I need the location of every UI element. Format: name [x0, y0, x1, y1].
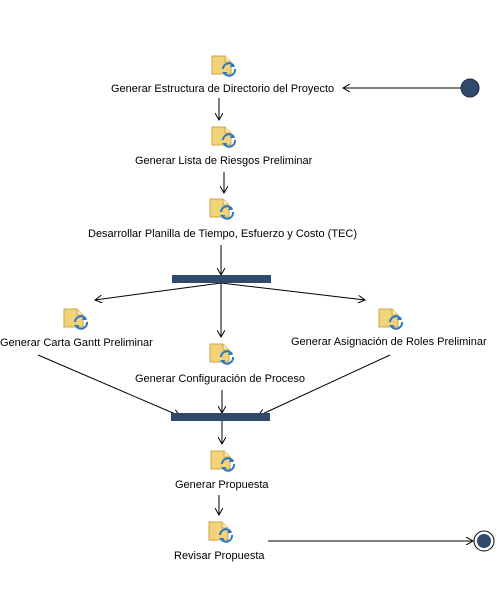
- activity-label-revisar-propuesta[interactable]: Revisar Propuesta: [174, 550, 265, 562]
- activity-label-generar-carta-gantt[interactable]: Generar Carta Gantt Preliminar: [0, 337, 153, 349]
- activity-label-generar-estructura[interactable]: Generar Estructura de Directorio del Pro…: [111, 83, 335, 95]
- edge-gantt-to-join: [37, 354, 180, 416]
- fork-bar: [172, 275, 271, 283]
- activity-icon: [209, 343, 235, 365]
- activity-icon: [209, 198, 235, 220]
- activity-label-generar-lista-riesgos[interactable]: Generar Lista de Riesgos Preliminar: [135, 155, 313, 167]
- initial-node: [460, 78, 480, 98]
- edge-roles-to-join: [258, 354, 391, 416]
- activity-icon: [378, 308, 404, 330]
- activity-icon: [63, 308, 89, 330]
- activity-label-desarrollar-planilla[interactable]: Desarrollar Planilla de Tiempo, Esfuerzo…: [88, 228, 357, 240]
- edges: [37, 88, 473, 541]
- activity-label-generar-configuracion[interactable]: Generar Configuración de Proceso: [135, 373, 305, 385]
- edge-fork-to-gantt: [95, 282, 222, 300]
- edge-fork-to-roles: [220, 282, 365, 300]
- final-node: [473, 530, 495, 552]
- activity-label-generar-asignacion-roles[interactable]: Generar Asignación de Roles Preliminar: [291, 336, 487, 348]
- activity-icon: [211, 55, 237, 77]
- activity-icon: [210, 450, 236, 472]
- join-bar: [171, 413, 270, 421]
- activity-icon: [211, 126, 237, 148]
- activity-icon: [208, 521, 234, 543]
- activity-label-generar-propuesta[interactable]: Generar Propuesta: [175, 479, 269, 491]
